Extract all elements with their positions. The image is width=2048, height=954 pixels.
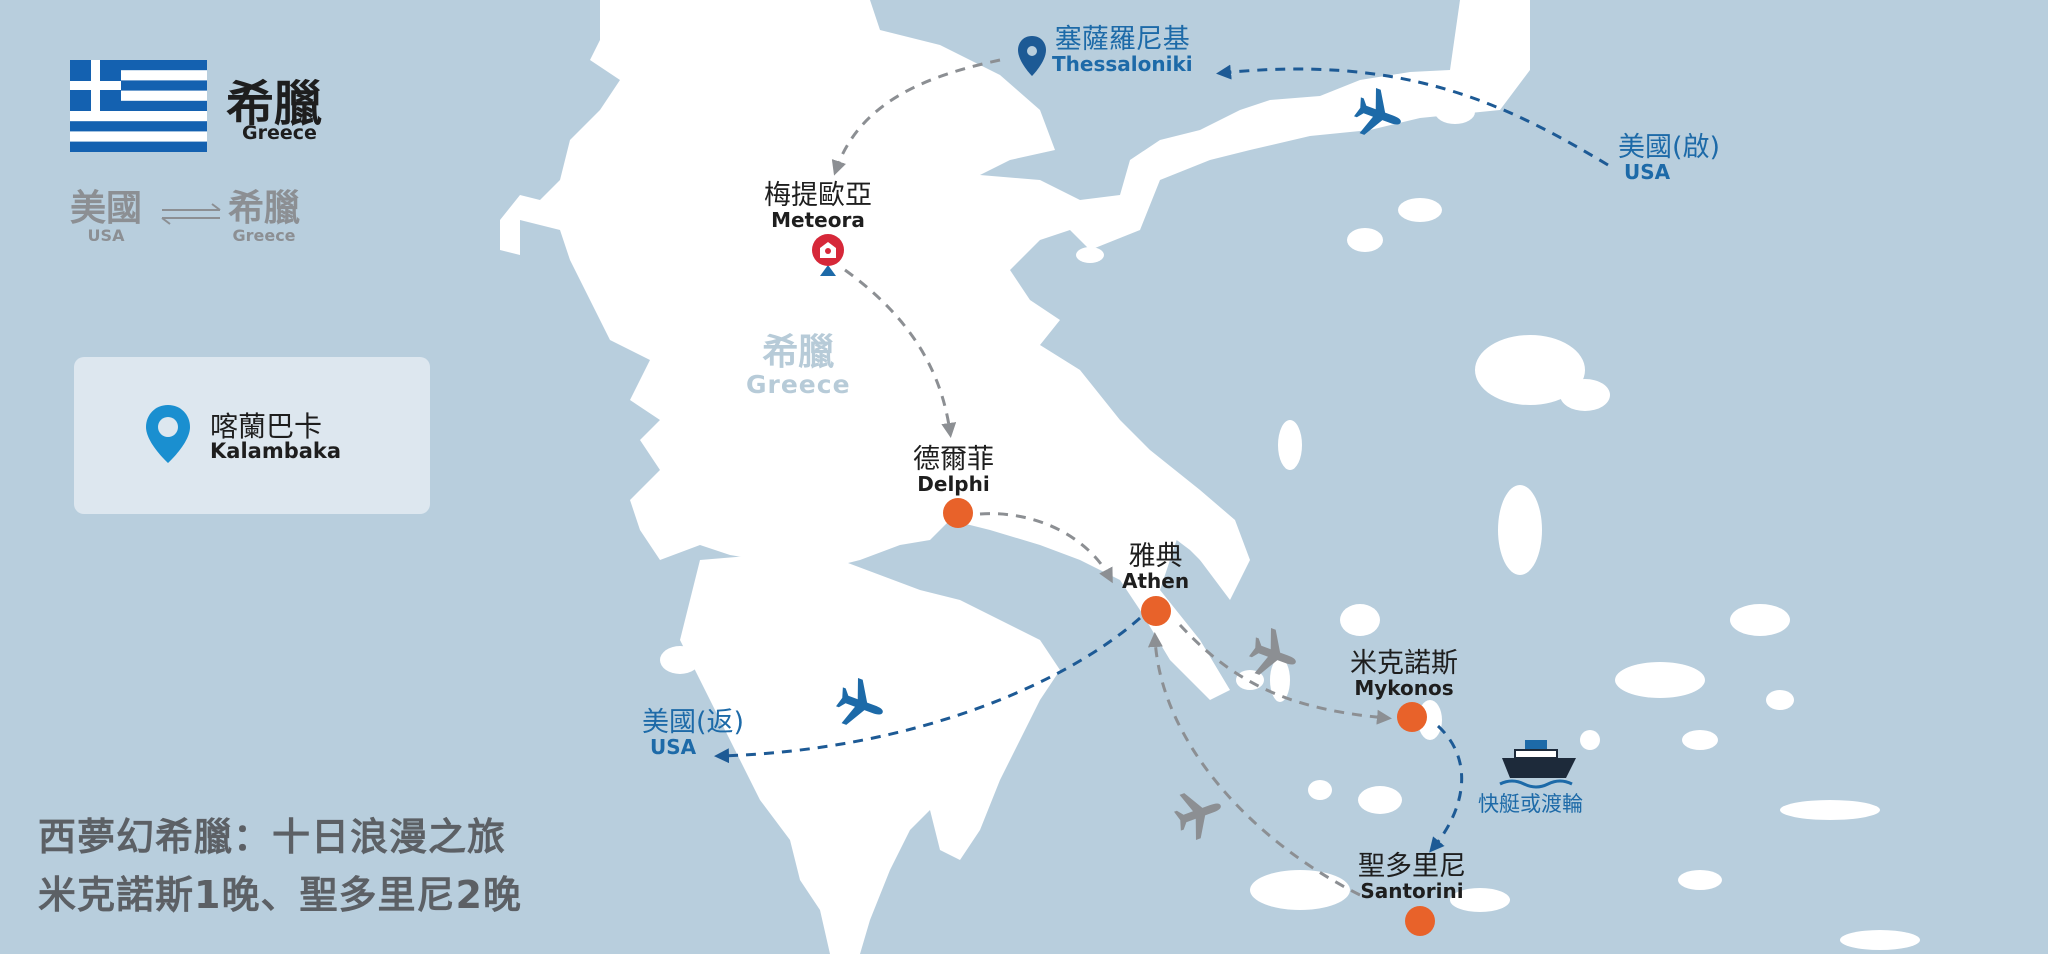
map-pin-icon [1018, 36, 1046, 76]
tour-title: 西夢幻希臘：十日浪漫之旅 米克諾斯1晚、聖多里尼2晚 [38, 808, 522, 924]
country-subtitle: Greece [242, 122, 317, 144]
swap-arrows-icon [161, 203, 221, 225]
route-usa-thessaloniki [1216, 64, 1609, 167]
routes [714, 58, 1609, 897]
ship-icon [1499, 740, 1576, 789]
route-thessaloniki-meteora [831, 58, 1001, 176]
route-to: 希臘 Greece [228, 190, 300, 245]
country-title: 希臘 [226, 76, 323, 132]
label-zh: 塞薩羅尼基 [1054, 24, 1190, 55]
label-zh: 美國(啟) [1618, 132, 1721, 163]
label-thessaloniki: 塞薩羅尼基 Thessaloniki [1052, 24, 1193, 77]
label-en: USA [650, 735, 697, 760]
label-en: Mykonos [1354, 676, 1454, 701]
route-delphi-athen [979, 512, 1113, 584]
label-zh: 美國(返) [642, 707, 745, 738]
boat-label: 快艇或渡輪 [1478, 792, 1583, 816]
route-athen-usa [714, 616, 1141, 764]
label-zh: 聖多里尼 [1358, 851, 1466, 882]
route-to-en: Greece [232, 225, 296, 245]
route-meteora-delphi [844, 268, 957, 438]
legend-label-zh: 喀蘭巴卡 [210, 410, 323, 443]
marker-mykonos [1397, 702, 1427, 732]
label-meteora: 梅提歐亞 Meteora [764, 180, 872, 233]
label-en: Santorini [1360, 879, 1464, 904]
title-line-2: 米克諾斯1晚、聖多里尼2晚 [38, 873, 522, 917]
route-from: 美國 USA [70, 190, 142, 245]
route-athen-mykonos [1178, 623, 1392, 725]
marker-santorini [1405, 906, 1435, 936]
watermark-zh: 希臘 [762, 332, 835, 373]
label-usa-depart: 美國(啟) USA [1618, 132, 1721, 185]
marker-delphi [943, 498, 973, 528]
legend-box: 喀蘭巴卡 Kalambaka [74, 357, 430, 514]
route-santorini-athen [1147, 632, 1361, 897]
label-zh: 梅提歐亞 [764, 180, 872, 211]
landmass [500, 0, 1920, 954]
label-athen: 雅典 Athen [1122, 541, 1190, 594]
route-mykonos-santorini [1429, 724, 1464, 853]
label-en: USA [1624, 160, 1671, 185]
airplane-icon [1169, 782, 1229, 844]
label-en: Thessaloniki [1052, 52, 1193, 77]
label-zh: 雅典 [1128, 541, 1183, 572]
route-from-zh: 美國 [70, 188, 143, 229]
map-pin-icon [146, 405, 190, 463]
watermark-en: Greece [746, 369, 851, 399]
title-line-1: 西夢幻希臘：十日浪漫之旅 [38, 815, 507, 859]
map-watermark: 希臘 Greece [746, 334, 851, 398]
marker-athen [1141, 596, 1171, 626]
label-usa-return: 美國(返) USA [642, 707, 745, 760]
city-markers [812, 36, 1435, 936]
label-santorini: 聖多里尼 Santorini [1358, 851, 1466, 904]
route-to-zh: 希臘 [228, 188, 301, 229]
label-zh: 米克諾斯 [1350, 648, 1458, 679]
legend-label-en: Kalambaka [210, 439, 342, 463]
label-delphi: 德爾菲 Delphi [913, 444, 994, 497]
greece-flag-icon [70, 60, 207, 152]
route-from-en: USA [87, 225, 125, 245]
label-en: Athen [1122, 569, 1190, 594]
label-en: Meteora [771, 208, 865, 233]
monastery-icon [812, 234, 844, 276]
label-mykonos: 米克諾斯 Mykonos [1350, 648, 1458, 701]
label-en: Delphi [917, 472, 990, 497]
label-zh: 德爾菲 [913, 444, 994, 475]
